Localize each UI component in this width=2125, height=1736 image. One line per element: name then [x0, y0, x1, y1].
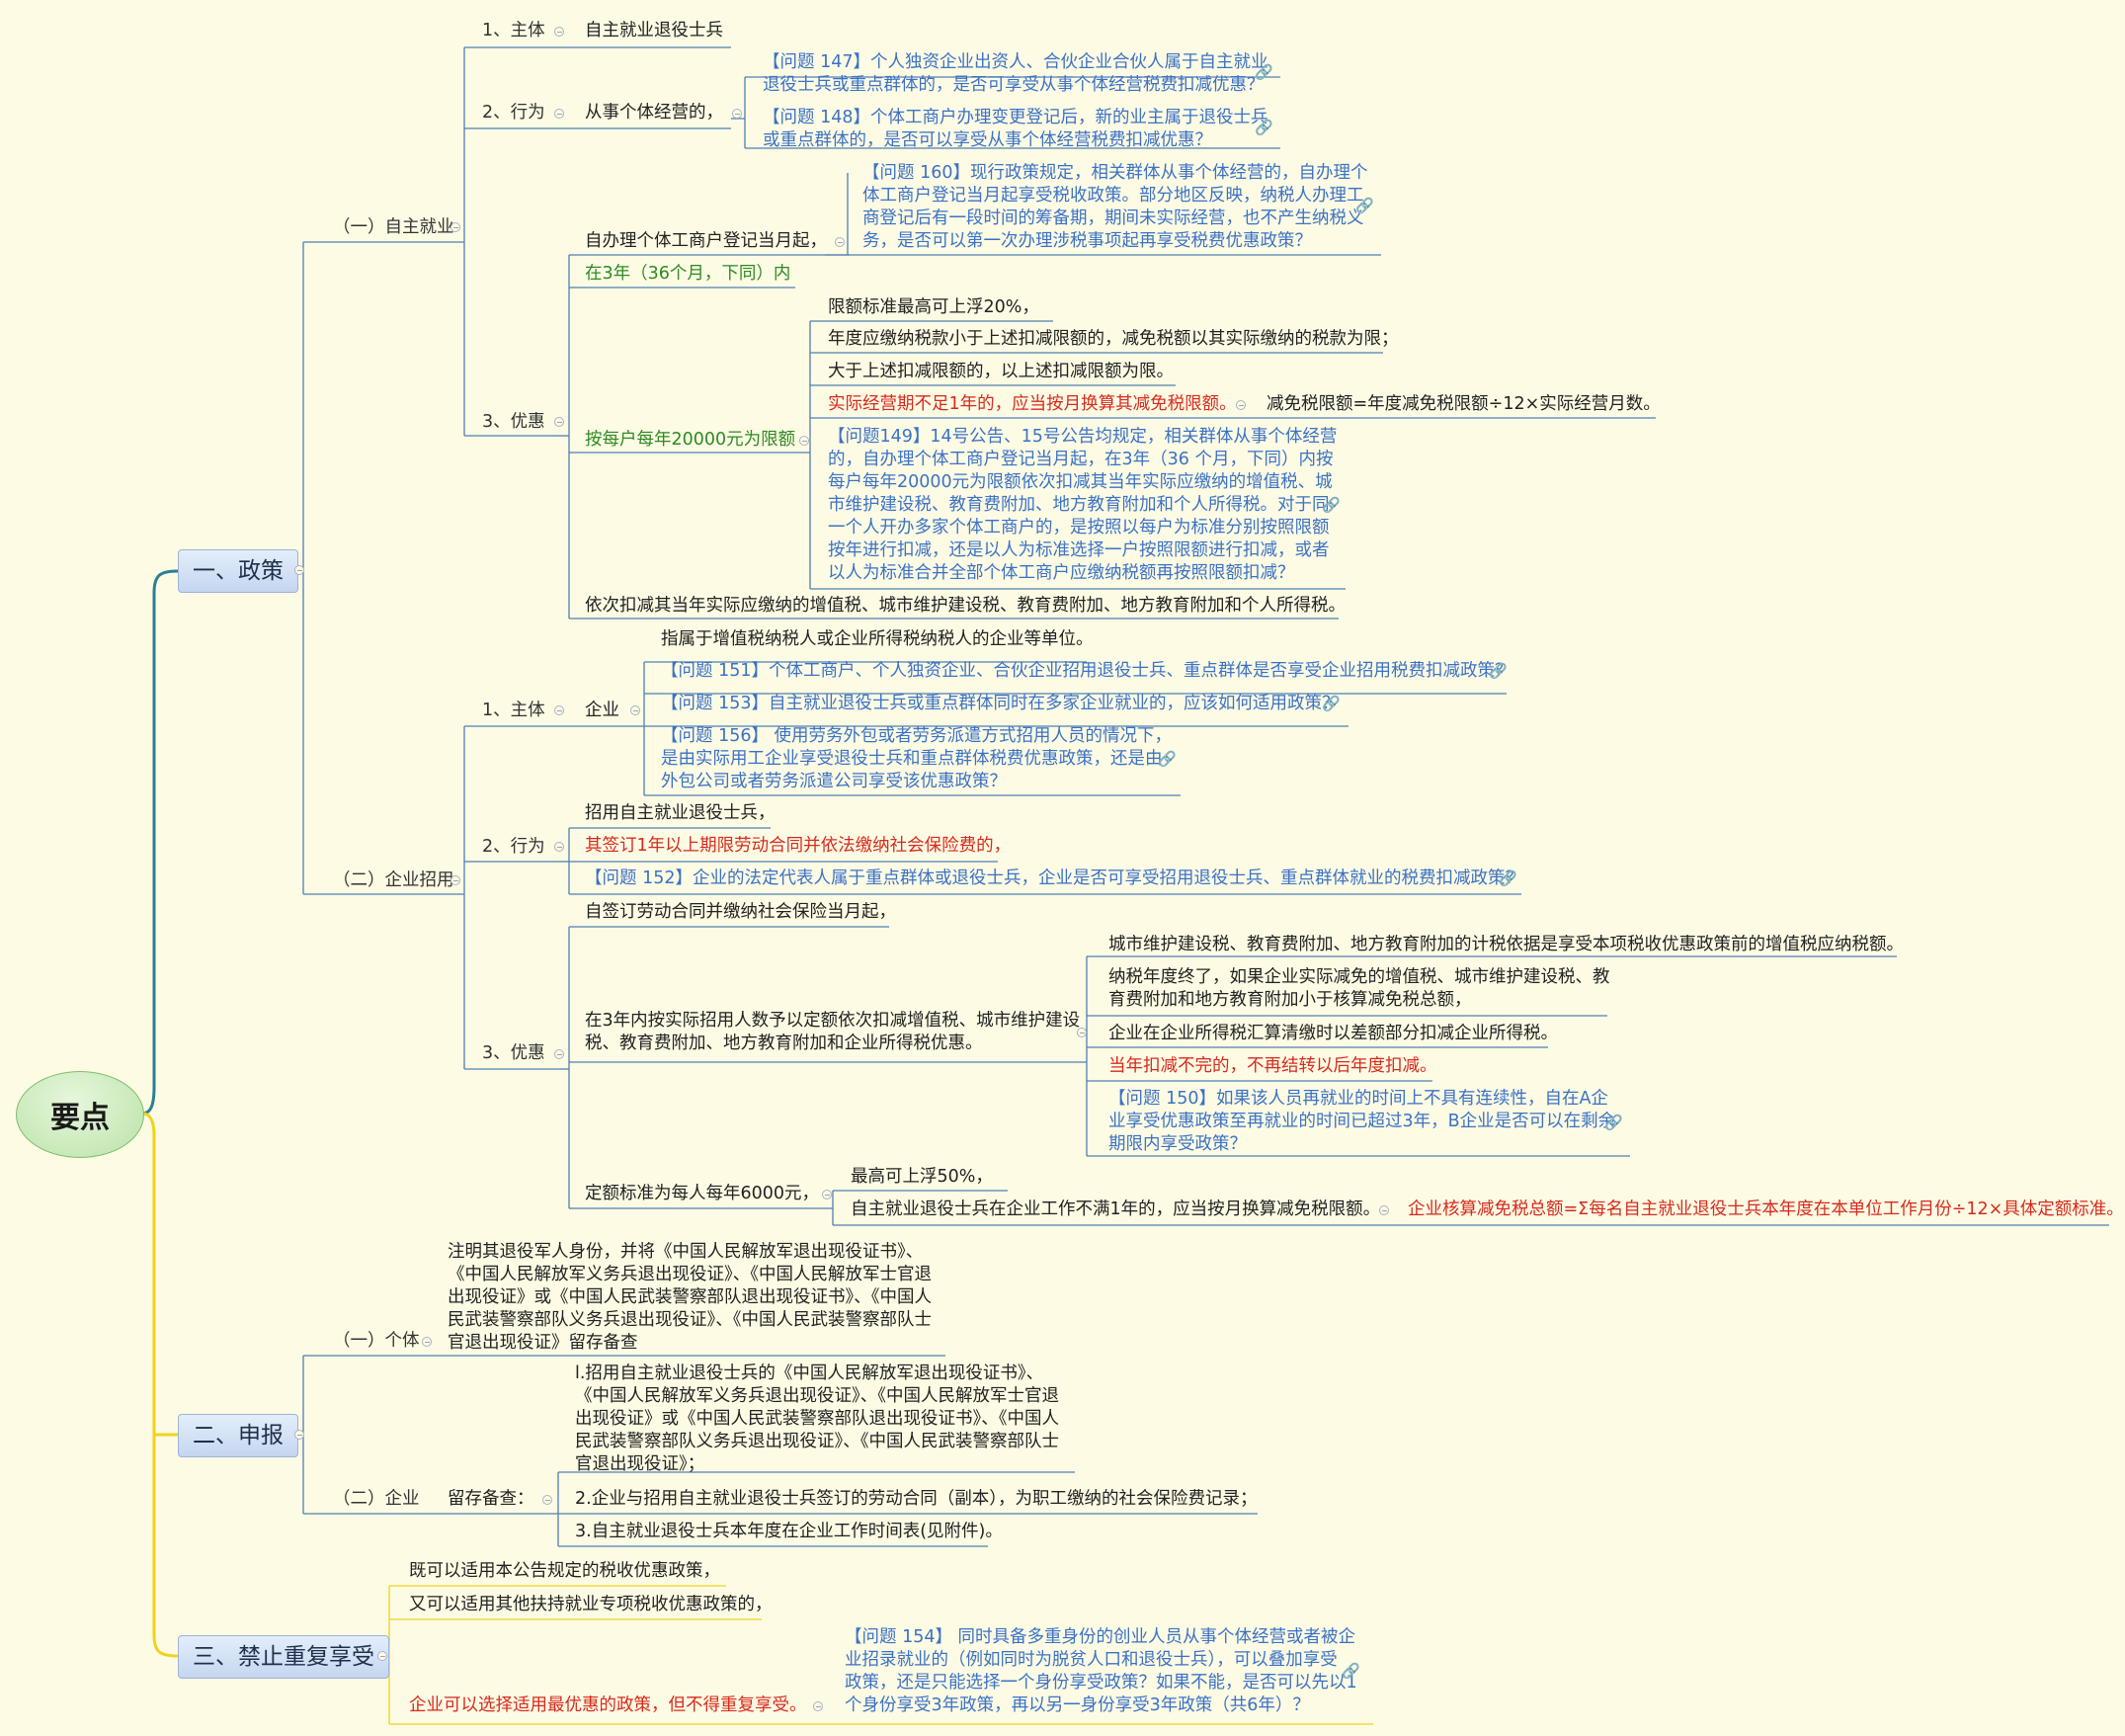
node-ent-no-carry[interactable]: 当年扣减不完的，不再结转以后年度扣减。 — [1108, 1056, 1437, 1076]
question-156[interactable]: 【问题 156】 使用劳务外包或者劳务派遣方式招用人员的情况下，是由实际用工企业… — [661, 726, 1173, 791]
topic-filing[interactable]: 二、申报 — [178, 1414, 298, 1457]
link-icon[interactable]: 🔗 — [1255, 119, 1273, 136]
node-ent-action-label[interactable]: 2、行为 — [482, 837, 545, 857]
collapse-toggle-icon[interactable] — [422, 1337, 432, 1347]
collapse-toggle-icon[interactable] — [554, 842, 564, 852]
link-icon[interactable]: 🔗 — [1499, 869, 1517, 887]
question-152[interactable]: 【问题 152】企业的法定代表人属于重点群体或退役士兵，企业是否可享受招用退役士… — [585, 868, 1522, 888]
node-filing-doc-3[interactable]: 3.自主就业退役士兵本年度在企业工作时间表(见附件)。 — [575, 1522, 1003, 1541]
collapse-toggle-icon[interactable] — [450, 222, 460, 232]
node-se-subject-label[interactable]: 1、主体 — [482, 21, 545, 41]
node-ent-cit[interactable]: 企业在企业所得税汇算清缴时以差额部分扣减企业所得税。 — [1108, 1024, 1558, 1043]
collapse-toggle-icon[interactable] — [294, 565, 304, 575]
link-icon[interactable]: 🔗 — [1355, 197, 1374, 214]
node-ent-main[interactable]: 在3年内按实际招用人数予以定额依次扣减增值税、城市维护建设税、教育费附加、地方教… — [585, 1011, 1081, 1053]
collapse-toggle-icon[interactable] — [450, 875, 460, 885]
node-ent-short-work[interactable]: 自主就业退役士兵在企业工作不满1年的，应当按月换算减免税限额。 — [851, 1199, 1381, 1219]
collapse-toggle-icon[interactable] — [1236, 400, 1246, 410]
node-ent-max-float[interactable]: 最高可上浮50%， — [851, 1167, 993, 1187]
collapse-toggle-icon[interactable] — [554, 417, 564, 427]
node-se-action-label[interactable]: 2、行为 — [482, 103, 545, 123]
node-nd-a[interactable]: 既可以适用本公告规定的税收优惠政策， — [409, 1561, 720, 1581]
question-154[interactable]: 【问题 154】 同时具备多重身份的创业人员从事个体经营或者被企业招录就业的（例… — [845, 1627, 1357, 1715]
node-se-action-value[interactable]: 从事个体经营的， — [585, 103, 723, 123]
node-ent-start[interactable]: 自签订劳动合同并缴纳社会保险当月起， — [585, 902, 896, 922]
node-enterprise[interactable]: （二）企业招用 — [333, 870, 454, 890]
node-nd-c[interactable]: 企业可以选择适用最优惠的政策，但不得重复享受。 — [409, 1695, 807, 1715]
collapse-toggle-icon[interactable] — [377, 1651, 387, 1661]
node-ent-subject-value[interactable]: 企业 — [585, 701, 619, 720]
topic-policy[interactable]: 一、政策 — [178, 549, 298, 593]
question-150[interactable]: 【问题 150】如果该人员再就业的时间上不具有连续性，自在A企业享受优惠政策至再… — [1108, 1089, 1616, 1154]
link-icon[interactable]: 🔗 — [1489, 662, 1508, 680]
node-se-subject-value[interactable]: 自主就业退役士兵 — [585, 21, 723, 41]
node-ent-action-item-1[interactable]: 招用自主就业退役士兵， — [585, 803, 776, 823]
collapse-toggle-icon[interactable] — [554, 109, 564, 119]
collapse-toggle-icon[interactable] — [294, 1430, 304, 1440]
link-icon[interactable]: 🔗 — [1342, 1662, 1360, 1680]
link-icon[interactable]: 🔗 — [1322, 695, 1341, 712]
question-149[interactable]: 【问题149】14号公告、15号公告均规定，相关群体从事个体经营的，自办理个体工… — [828, 427, 1338, 583]
question-151[interactable]: 【问题 151】个体工商户、个人独资企业、合伙企业招用退役士兵、重点群体是否享受… — [661, 661, 1512, 681]
link-icon[interactable]: 🔗 — [1158, 750, 1177, 768]
question-153[interactable]: 【问题 153】自主就业退役士兵或重点群体同时在多家企业就业的，应该如何适用政策… — [661, 694, 1340, 713]
collapse-toggle-icon[interactable] — [630, 705, 640, 715]
node-ent-subject-desc[interactable]: 指属于增值税纳税人或企业所得税纳税人的企业等单位。 — [661, 629, 1094, 649]
node-se-limit-item-3[interactable]: 大于上述扣减限额的，以上述扣减限额为限。 — [828, 362, 1174, 381]
question-148[interactable]: 【问题 148】个体工商户办理变更登记后，新的业主属于退役士兵或重点群体的，是否… — [763, 108, 1268, 150]
collapse-toggle-icon[interactable] — [542, 1495, 552, 1505]
collapse-toggle-icon[interactable] — [799, 436, 809, 446]
node-ent-subject-label[interactable]: 1、主体 — [482, 701, 545, 720]
link-icon[interactable]: 🔗 — [1255, 63, 1273, 81]
node-ent-basis[interactable]: 城市维护建设税、教育费附加、地方教育附加的计税依据是享受本项税收优惠政策前的增值… — [1108, 935, 1904, 954]
node-se-short-period[interactable]: 实际经营期不足1年的，应当按月换算其减免税限额。 — [828, 394, 1237, 414]
node-ent-action-item-2[interactable]: 其签订1年以上期限劳动合同并依法缴纳社会保险费的， — [585, 836, 1012, 856]
node-ent-quota[interactable]: 定额标准为每人每年6000元， — [585, 1184, 820, 1203]
root-topic[interactable]: 要点 — [16, 1071, 144, 1158]
node-ent-year-end[interactable]: 纳税年度终了，如果企业实际减免的增值税、城市维护建设税、教育费附加和地方教育附加… — [1108, 967, 1610, 1010]
collapse-toggle-icon[interactable] — [554, 705, 564, 715]
node-nd-b[interactable]: 又可以适用其他扶持就业专项税收优惠政策的， — [409, 1595, 773, 1614]
collapse-toggle-icon[interactable] — [554, 1049, 564, 1059]
node-filing-doc-1[interactable]: l.招用自主就业退役士兵的《中国人民解放军退出现役证书》、《中国人民解放军义务兵… — [575, 1364, 1059, 1474]
collapse-toggle-icon[interactable] — [822, 1190, 832, 1199]
node-se-deduct[interactable]: 依次扣减其当年实际应缴纳的增值税、城市维护建设税、教育费附加、地方教育附加和个人… — [585, 596, 1346, 616]
node-se-limit-item-2[interactable]: 年度应缴纳税款小于上述扣减限额的，减免税额以其实际缴纳的税款为限； — [828, 329, 1399, 349]
collapse-toggle-icon[interactable] — [813, 1701, 823, 1711]
node-self-employment[interactable]: （一）自主就业 — [333, 217, 454, 237]
collapse-toggle-icon[interactable] — [554, 27, 564, 37]
collapse-toggle-icon[interactable] — [732, 109, 742, 119]
node-filing-individual[interactable]: （一）个体 — [333, 1331, 420, 1351]
node-ent-total-formula[interactable]: 企业核算减免税总额=Σ每名自主就业退役士兵本年度在本单位工作月份÷12×具体定额… — [1408, 1199, 2124, 1219]
question-160[interactable]: 【问题 160】现行政策规定，相关群体从事个体经营的，自办理个体工商户登记当月起… — [862, 163, 1368, 251]
node-se-limit[interactable]: 按每户每年20000元为限额 — [585, 430, 796, 450]
node-filing-doc-2[interactable]: 2.企业与招用自主就业退役士兵签订的劳动合同（副本），为职工缴纳的社会保险费记录… — [575, 1489, 1258, 1509]
node-filing-individual-text[interactable]: 注明其退役军人身份，并将《中国人民解放军退出现役证书》、《中国人民解放军义务兵退… — [448, 1242, 932, 1353]
link-icon[interactable]: 🔗 — [1322, 496, 1341, 514]
link-icon[interactable]: 🔗 — [1604, 1114, 1623, 1131]
node-filing-keep[interactable]: 留存备查： — [448, 1489, 534, 1509]
question-147[interactable]: 【问题 147】个人独资企业出资人、合伙企业合伙人属于自主就业退役士兵或重点群体… — [763, 52, 1268, 95]
node-se-benefit-label[interactable]: 3、优惠 — [482, 412, 545, 432]
node-se-limit-item-1[interactable]: 限额标准最高可上浮20%， — [828, 297, 1039, 317]
collapse-toggle-icon[interactable] — [835, 237, 845, 247]
node-se-formula[interactable]: 减免税限额=年度减免税限额÷12×实际经营月数。 — [1267, 394, 1661, 414]
node-se-start[interactable]: 自办理个体工商户登记当月起， — [585, 231, 827, 251]
node-ent-benefit-label[interactable]: 3、优惠 — [482, 1043, 545, 1063]
topic-no-double[interactable]: 三、禁止重复享受 — [178, 1635, 389, 1679]
collapse-toggle-icon[interactable] — [1379, 1205, 1389, 1215]
node-filing-enterprise[interactable]: （二）企业 — [333, 1489, 420, 1509]
node-se-period[interactable]: 在3年（36个月，下同）内 — [585, 264, 791, 284]
collapse-toggle-icon[interactable] — [1077, 1028, 1087, 1037]
